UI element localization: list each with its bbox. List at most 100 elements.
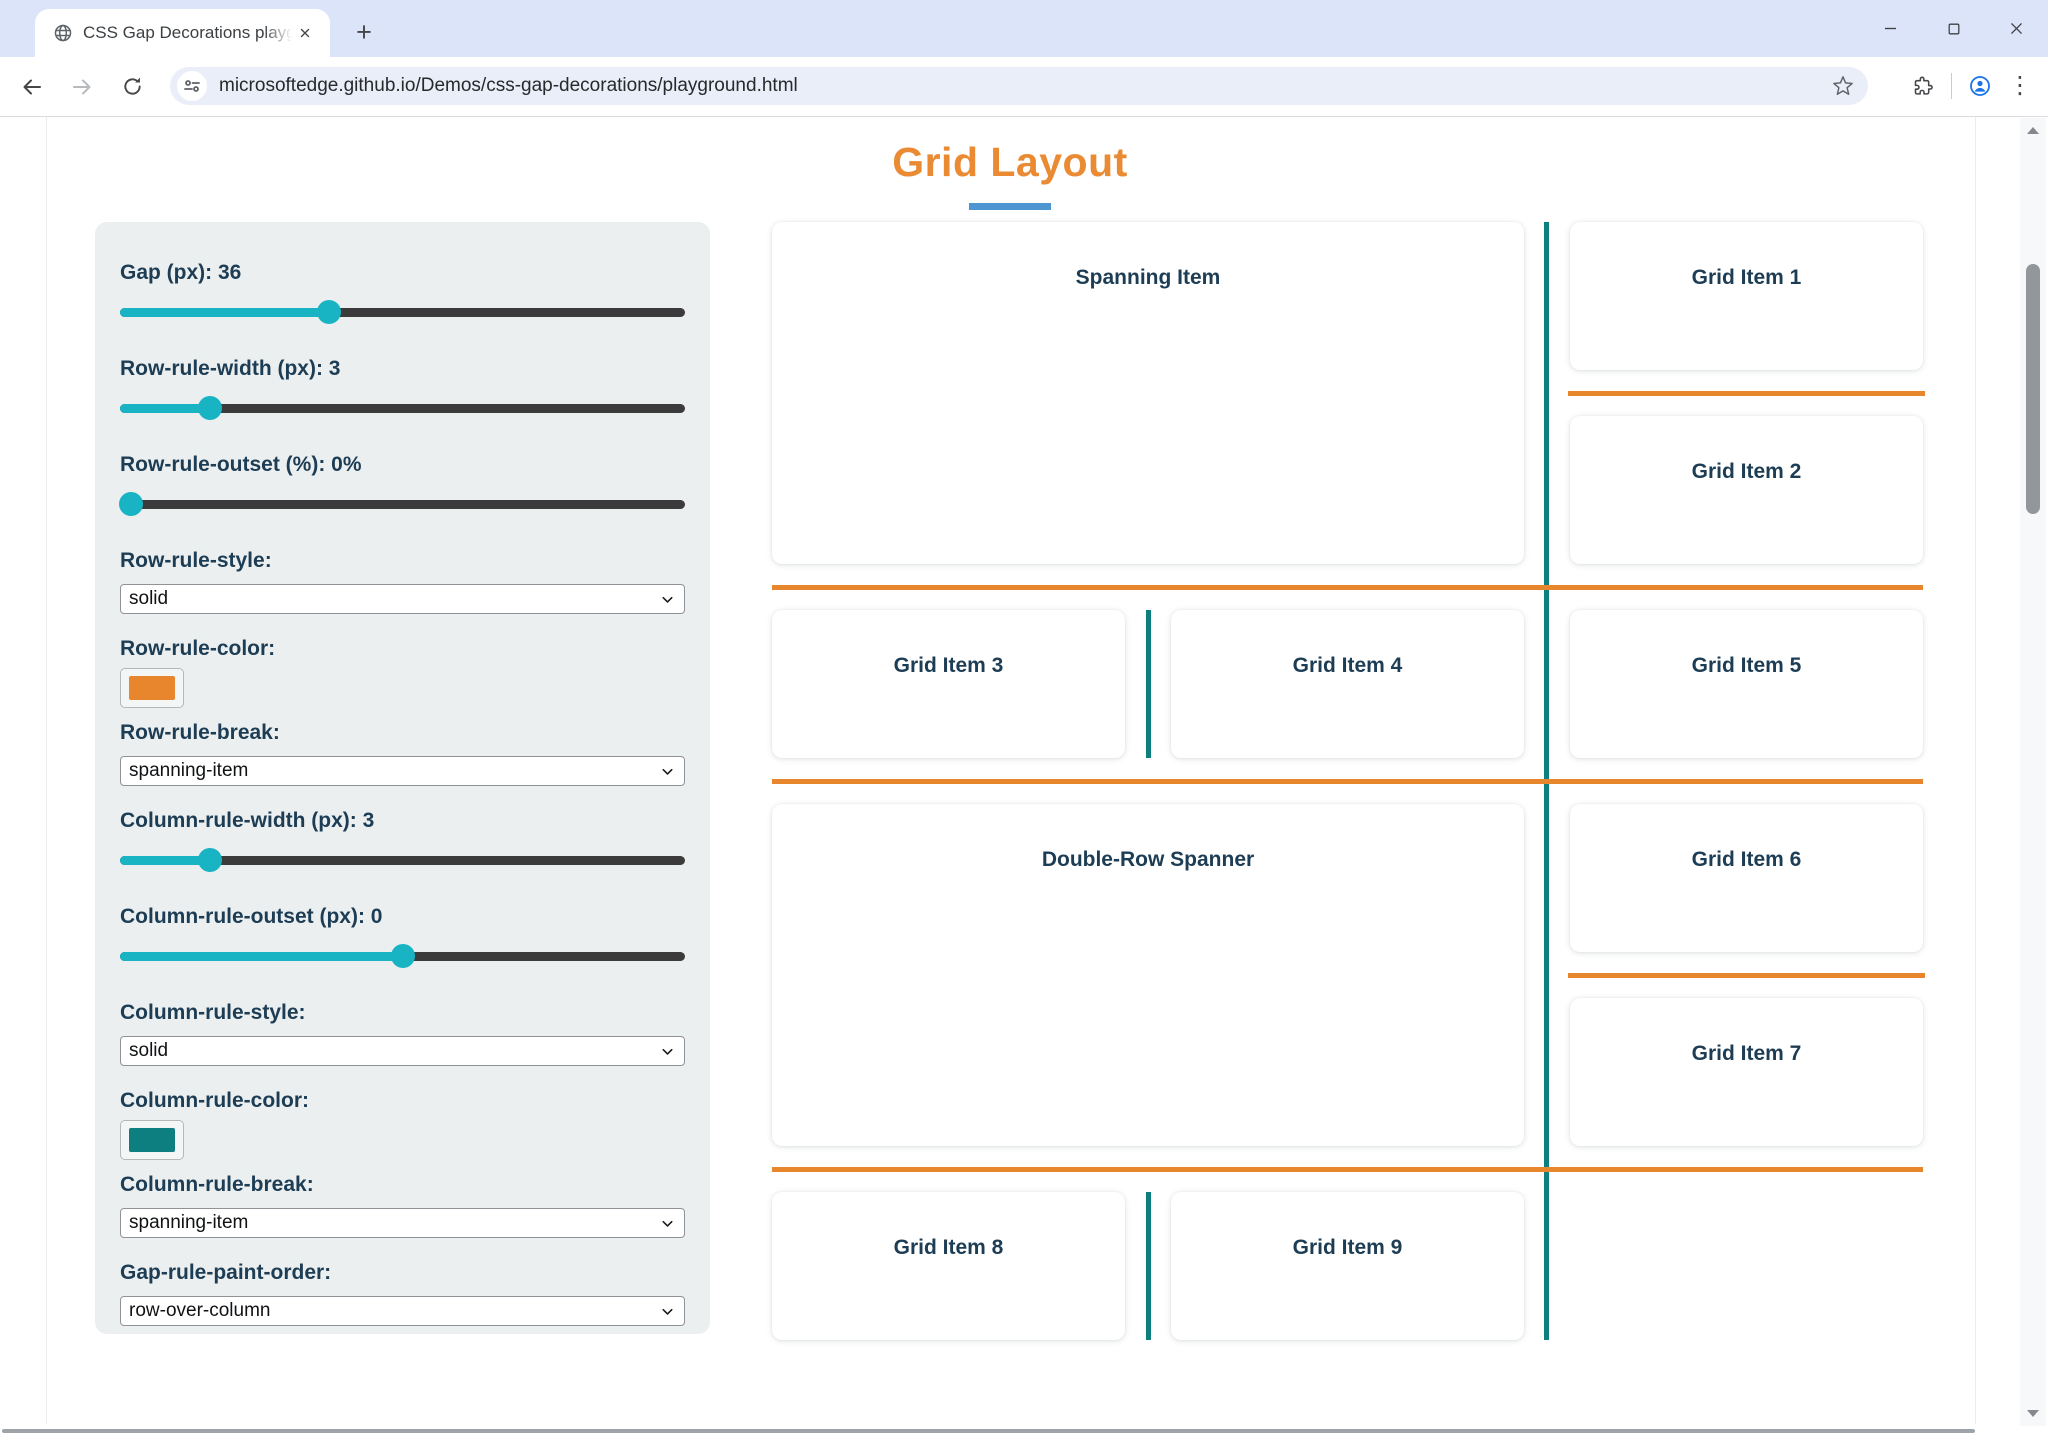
column-rule-width-control: Column-rule-width (px): 3 xyxy=(120,808,685,872)
tab-close-icon[interactable] xyxy=(292,20,318,46)
column-rule-break-control: Column-rule-break: spanning-item xyxy=(120,1172,685,1238)
new-tab-button[interactable]: + xyxy=(356,16,372,47)
column-rule-color-control: Column-rule-color: xyxy=(120,1088,685,1160)
scroll-down-icon[interactable] xyxy=(2027,1410,2039,1417)
chevron-down-icon xyxy=(659,1303,676,1320)
grid-item-spanning: Spanning Item xyxy=(772,222,1524,564)
grid-item-5: Grid Item 5 xyxy=(1570,610,1923,758)
close-window-button[interactable] xyxy=(1985,0,2048,57)
address-bar[interactable]: microsoftedge.github.io/Demos/css-gap-de… xyxy=(170,67,1868,105)
profile-avatar-icon[interactable] xyxy=(1960,66,2000,106)
controls-panel: Gap (px): 36 Row-rule-width (px): 3 Row-… xyxy=(95,222,710,1334)
grid-item-4: Grid Item 4 xyxy=(1171,610,1524,758)
row-rule-width-label: Row-rule-width (px): 3 xyxy=(120,357,341,380)
site-settings-icon[interactable] xyxy=(177,71,207,101)
grid-item-3: Grid Item 3 xyxy=(772,610,1125,758)
row-rule-full-a xyxy=(772,585,1923,590)
grid-item-8: Grid Item 8 xyxy=(772,1192,1125,1340)
row-rule-full-b xyxy=(772,779,1923,784)
column-rule-row3 xyxy=(1146,610,1151,758)
toolbar-right-icons: ⋮ xyxy=(1903,63,2040,109)
toolbar-separator xyxy=(1951,73,1952,99)
tab-title: CSS Gap Decorations playgroun xyxy=(83,23,292,43)
gap-slider[interactable] xyxy=(111,294,694,330)
scrollbar-thumb[interactable] xyxy=(2026,264,2040,514)
active-tab[interactable]: CSS Gap Decorations playgroun xyxy=(35,9,330,57)
url-text[interactable]: microsoftedge.github.io/Demos/css-gap-de… xyxy=(219,75,798,96)
title-underline xyxy=(969,203,1051,210)
content-right-edge xyxy=(1975,117,1976,1424)
column-rule-outset-label: Column-rule-outset (px): 0 xyxy=(120,905,383,928)
row-rule-width-slider[interactable] xyxy=(120,396,685,420)
grid-item-7: Grid Item 7 xyxy=(1570,998,1923,1146)
column-rule-style-control: Column-rule-style: solid xyxy=(120,1000,685,1066)
slider-thumb[interactable] xyxy=(390,944,415,968)
grid-item-6: Grid Item 6 xyxy=(1570,804,1923,952)
row-rule-break-control: Row-rule-break: spanning-item xyxy=(120,720,685,786)
window-controls xyxy=(1859,0,2048,57)
row-rule-color-control: Row-rule-color: xyxy=(120,636,685,708)
row-rule-outset-slider[interactable] xyxy=(119,492,685,516)
chevron-down-icon xyxy=(659,1215,676,1232)
extensions-icon[interactable] xyxy=(1903,66,1943,106)
chevron-down-icon xyxy=(659,763,676,780)
grid-item-9: Grid Item 9 xyxy=(1171,1192,1524,1340)
row-rule-style-label: Row-rule-style: xyxy=(120,549,272,572)
column-rule-break-label: Column-rule-break: xyxy=(120,1173,314,1196)
gap-rule-paint-order-select[interactable]: row-over-column xyxy=(120,1296,685,1326)
bookmark-star-icon[interactable] xyxy=(1826,69,1860,103)
row-rule-break-label: Row-rule-break: xyxy=(120,721,280,744)
browser-menu-icon[interactable]: ⋮ xyxy=(2008,72,2032,99)
column-rule-style-select[interactable]: solid xyxy=(120,1036,685,1066)
column-rule-color-picker[interactable] xyxy=(120,1120,184,1160)
back-button[interactable] xyxy=(10,65,54,109)
gap-rule-paint-order-control: Gap-rule-paint-order: row-over-column xyxy=(120,1260,685,1326)
column-rule-width-label: Column-rule-width (px): 3 xyxy=(120,809,375,832)
window-bottom-edge xyxy=(2,1429,1975,1433)
slider-thumb[interactable] xyxy=(119,492,144,516)
slider-thumb[interactable] xyxy=(317,300,342,324)
column-rule-outset-slider[interactable] xyxy=(120,944,685,968)
row-rule-style-control: Row-rule-style: solid xyxy=(120,548,685,614)
tab-strip: CSS Gap Decorations playgroun + xyxy=(0,0,2048,57)
vertical-scrollbar[interactable] xyxy=(2020,118,2046,1426)
column-rule-color-value xyxy=(129,1128,175,1152)
page-content: Grid Layout Gap (px): 36 Row-rule-width … xyxy=(0,117,2048,1436)
row-rule-break-select[interactable]: spanning-item xyxy=(120,756,685,786)
row-rule-width-control: Row-rule-width (px): 3 xyxy=(120,356,685,420)
column-rule-row6 xyxy=(1146,1192,1151,1340)
row-rule-color-label: Row-rule-color: xyxy=(120,637,276,660)
scroll-up-icon[interactable] xyxy=(2027,127,2039,134)
content-left-edge xyxy=(46,117,47,1424)
slider-thumb[interactable] xyxy=(198,848,223,872)
row-rule-color-picker[interactable] xyxy=(120,668,184,708)
forward-button[interactable] xyxy=(60,65,104,109)
grid-item-2: Grid Item 2 xyxy=(1570,416,1923,564)
chevron-down-icon xyxy=(659,1043,676,1060)
minimize-button[interactable] xyxy=(1859,0,1922,57)
grid-item-double-row-spanner: Double-Row Spanner xyxy=(772,804,1524,1146)
column-rule-width-slider[interactable] xyxy=(120,848,685,872)
row-rule-full-c xyxy=(772,1167,1923,1172)
gap-rule-paint-order-label: Gap-rule-paint-order: xyxy=(120,1261,332,1284)
row-rule-color-value xyxy=(129,676,175,700)
row-rule-col3-a xyxy=(1568,391,1925,396)
column-rule-style-label: Column-rule-style: xyxy=(120,1001,306,1024)
gap-label: Gap (px): 36 xyxy=(120,261,242,284)
column-rule-outset-control: Column-rule-outset (px): 0 xyxy=(120,904,685,968)
row-rule-col3-b xyxy=(1568,973,1925,978)
column-rule-color-label: Column-rule-color: xyxy=(120,1089,309,1112)
maximize-button[interactable] xyxy=(1922,0,1985,57)
gap-control: Gap (px): 36 xyxy=(111,260,694,330)
row-rule-outset-label: Row-rule-outset (%): 0% xyxy=(120,453,362,476)
grid-item-1: Grid Item 1 xyxy=(1570,222,1923,370)
globe-favicon-icon xyxy=(53,23,73,43)
page-title: Grid Layout xyxy=(892,139,1128,185)
slider-thumb[interactable] xyxy=(198,396,223,420)
reload-button[interactable] xyxy=(110,65,154,109)
row-rule-outset-control: Row-rule-outset (%): 0% xyxy=(119,452,685,516)
chevron-down-icon xyxy=(659,591,676,608)
row-rule-style-select[interactable]: solid xyxy=(120,584,685,614)
column-rule-break-select[interactable]: spanning-item xyxy=(120,1208,685,1238)
